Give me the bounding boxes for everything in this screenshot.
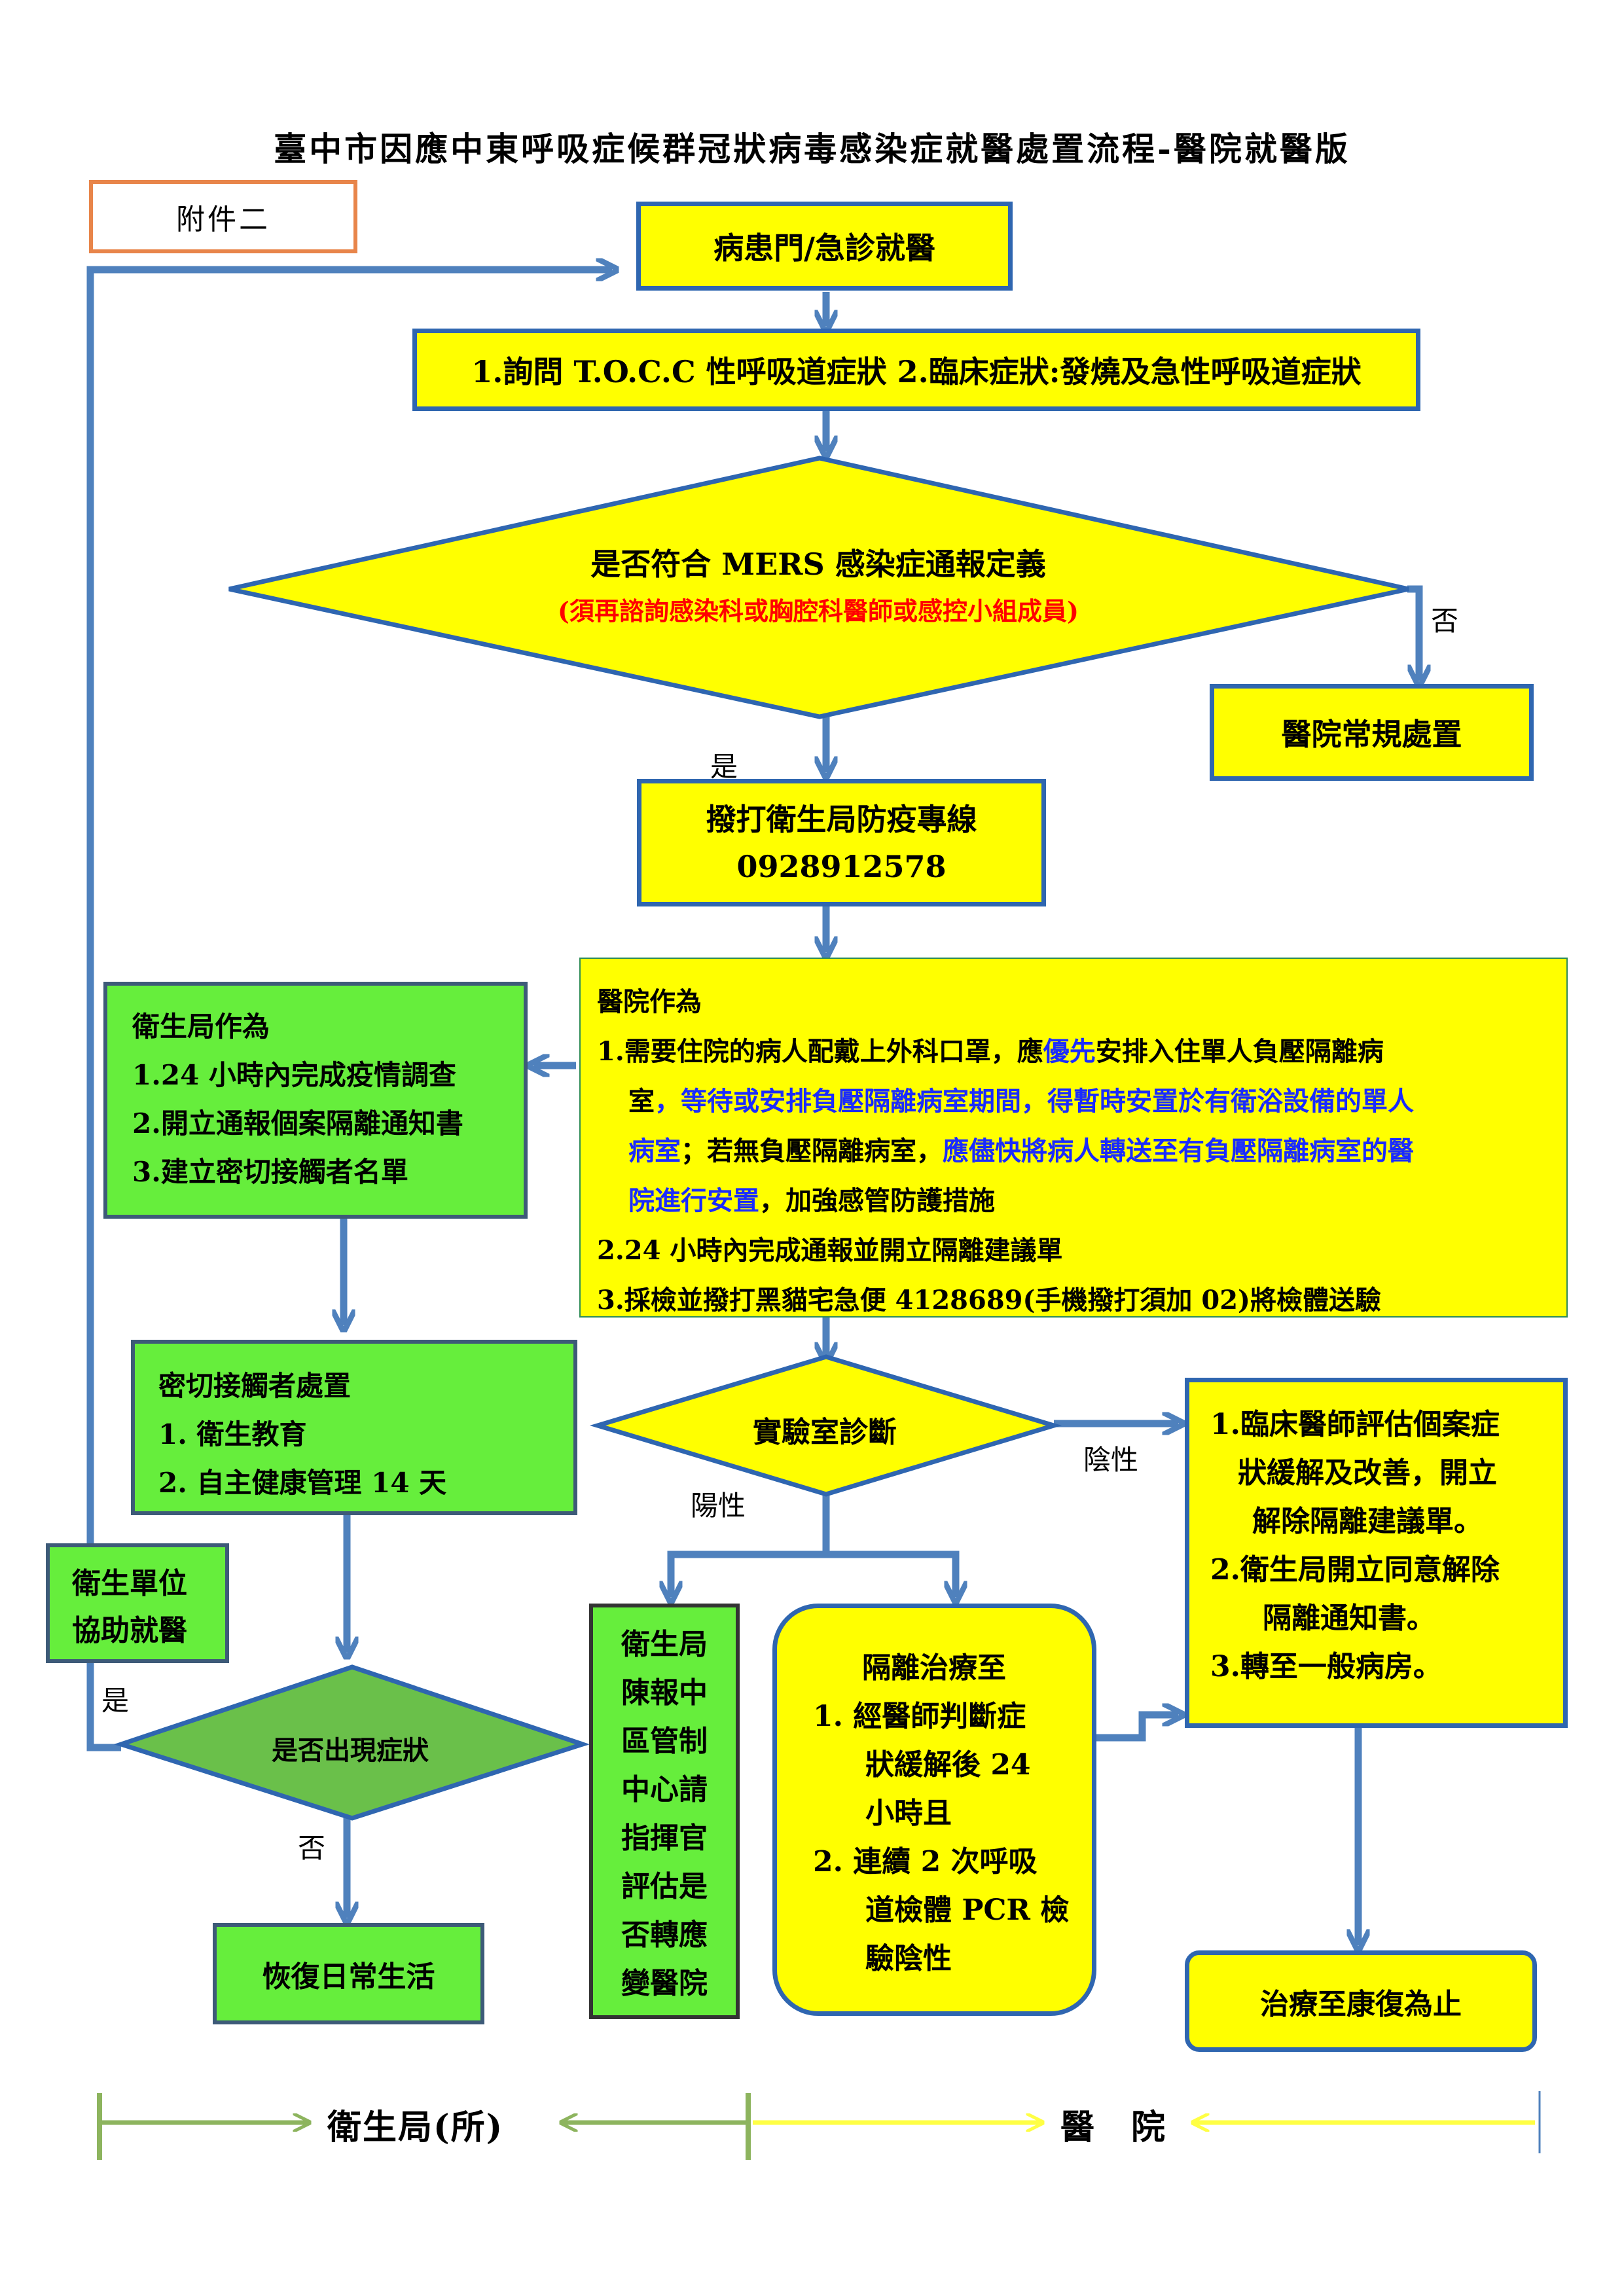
hospital-item1-text-j: ，加強感管防護措施	[759, 1185, 995, 1216]
hospital-item1-text-d: 室	[628, 1086, 655, 1117]
report-line-4: 中心請	[621, 1773, 708, 1806]
negative-item1-line2: 狀緩解及改善，開立	[1238, 1456, 1497, 1490]
isolation-item2-line1: 2. 連續 2 次呼吸	[813, 1845, 1038, 1878]
bureau-action-item2: 2.開立通報個案隔離通知書	[132, 1107, 463, 1139]
recovery-box: 治療至康復為止	[1185, 1950, 1537, 2052]
hospital-item1-text-c: 安排入住單人負壓隔離病	[1095, 1036, 1384, 1067]
hotline-number: 0928912578	[736, 848, 947, 884]
bureau-action-heading: 衛生局作為	[132, 1011, 270, 1043]
arrow-mers-no	[1407, 585, 1419, 681]
arrow-lab-positive-right	[826, 1551, 956, 1597]
health-unit-box: 衛生單位 協助就醫	[46, 1543, 229, 1663]
contact-item2: 2. 自主健康管理 14 天	[158, 1467, 447, 1499]
negative-item2-line2: 隔離通知書。	[1263, 1602, 1435, 1635]
hospital-action-box: 醫院作為 1.需要住院的病人配戴上外科口罩，應優先安排入住單人負壓隔離病 室，等…	[579, 958, 1568, 1318]
footer-hospital: 醫 院	[1060, 2108, 1167, 2147]
edge-label-symptom-yes: 是	[101, 1685, 130, 1717]
arrow-isolation-to-negative	[1096, 1715, 1178, 1742]
visit-box: 病患門/急診就醫	[636, 202, 1013, 291]
report-line-1: 衛生局	[621, 1628, 708, 1661]
hospital-action-item1-line3: 病室；若無負壓隔離病室，應儘快將病人轉送至有負壓隔離病室的醫	[597, 1126, 1566, 1176]
bureau-action-item1: 1.24 小時內完成疫情調查	[132, 1059, 456, 1091]
health-unit-line2: 協助就醫	[72, 1614, 187, 1647]
isolation-item2-line2: 道檢體 PCR 檢	[865, 1893, 1070, 1927]
negative-item1-line1: 1.臨床醫師評估個案症	[1210, 1408, 1500, 1441]
hospital-action-item2: 2.24 小時內完成通報並開立隔離建議單	[597, 1235, 1063, 1266]
report-line-7: 否轉應	[621, 1918, 708, 1952]
isolation-item2-line3: 驗陰性	[865, 1942, 952, 1975]
hospital-action-item1-line1: 1.需要住院的病人配戴上外科口罩，應優先安排入住單人負壓隔離病	[597, 1027, 1566, 1077]
hospital-item1-text-h: 應儘快將病人轉送至有負壓隔離病室的醫	[943, 1136, 1414, 1166]
hospital-item1-text-f: 病室	[628, 1136, 681, 1166]
edge-label-positive: 陽性	[691, 1490, 746, 1522]
isolation-heading: 隔離治療至	[862, 1651, 1006, 1685]
lab-diagnosis-label: 實驗室診斷	[753, 1416, 897, 1449]
edge-label-symptom-no: 否	[298, 1832, 326, 1864]
report-center-box: 衛生局 陳報中 區管制 中心請 指揮官 評估是 否轉應 變醫院	[589, 1604, 740, 2019]
health-unit-line1: 衛生單位	[72, 1567, 187, 1600]
isolation-item1-line2: 狀緩解後 24	[865, 1748, 1031, 1782]
negative-item2-line1: 2.衛生局開立同意解除	[1210, 1553, 1500, 1587]
hospital-action-item3: 3.採檢並撥打黑貓宅急便 4128689(手機撥打須加 02)將檢體送驗	[597, 1285, 1381, 1316]
annex-label: 附件二	[89, 180, 357, 253]
mers-question: 是否符合 MERS 感染症通報定義	[590, 547, 1046, 582]
negative-outcome-box: 1.臨床醫師評估個案症 狀緩解及改善，開立 解除隔離建議單。 2.衛生局開立同意…	[1185, 1378, 1568, 1728]
edge-label-mers-yes: 是	[710, 751, 738, 783]
isolation-item1-line1: 1. 經醫師判斷症	[813, 1700, 1026, 1733]
edge-label-negative: 陰性	[1083, 1444, 1139, 1476]
hospital-item1-text-g: ；若無負壓隔離病室，	[681, 1136, 943, 1166]
symptom-decision-diamond	[113, 1664, 590, 1821]
hospital-action-item1-line4: 院進行安置，加強感管防護措施	[597, 1176, 1566, 1226]
mers-decision-diamond	[228, 456, 1409, 719]
report-line-6: 評估是	[621, 1870, 708, 1903]
report-line-2: 陳報中	[621, 1676, 708, 1710]
page-title: 臺中市因應中東呼吸症候群冠狀病毒感染症就醫處置流程-醫院就醫版	[274, 130, 1350, 168]
resume-life-box: 恢復日常生活	[213, 1923, 484, 2024]
hospital-action-item1-line2: 室，等待或安排負壓隔離病室期間，得暫時安置於有衛浴設備的單人	[597, 1077, 1566, 1126]
hospital-item1-text-i: 院進行安置	[628, 1185, 759, 1216]
hospital-action-heading: 醫院作為	[597, 986, 702, 1017]
health-bureau-action-box: 衛生局作為 1.24 小時內完成疫情調查 2.開立通報個案隔離通知書 3.建立密…	[103, 982, 528, 1219]
edge-label-mers-no: 否	[1431, 605, 1459, 637]
hotline-box: 撥打衛生局防疫專線 0928912578	[637, 779, 1046, 906]
lab-decision-diamond	[589, 1354, 1062, 1497]
report-line-5: 指揮官	[621, 1821, 708, 1855]
negative-item1-line3: 解除隔離建議單。	[1252, 1505, 1483, 1538]
hotline-title: 撥打衛生局防疫專線	[706, 801, 977, 837]
footer-health-bureau: 衛生局(所)	[327, 2108, 504, 2147]
routine-box: 醫院常規處置	[1210, 684, 1534, 781]
contact-heading: 密切接觸者處置	[158, 1370, 352, 1402]
negative-item3: 3.轉至一般病房。	[1210, 1650, 1442, 1683]
bureau-action-item3: 3.建立密切接觸者名單	[132, 1156, 408, 1188]
inquiry-box: 1.詢問 T.O.C.C 性呼吸道症狀 2.臨床症狀:發燒及急性呼吸道症狀	[412, 329, 1420, 411]
hospital-item1-text-e: ，等待或安排負壓隔離病室期間，得暫時安置於有衛浴設備的單人	[655, 1086, 1414, 1117]
hospital-item1-text-a: 1.需要住院的病人配戴上外科口罩，應	[597, 1036, 1043, 1067]
report-line-3: 區管制	[621, 1725, 708, 1758]
symptom-question: 是否出現症狀	[272, 1735, 429, 1766]
hospital-item1-text-b: 優先	[1043, 1036, 1096, 1067]
arrow-lab-positive-split	[671, 1494, 830, 1597]
report-line-8: 變醫院	[621, 1967, 708, 2000]
contact-item1: 1. 衛生教育	[158, 1418, 307, 1450]
isolation-treatment-box: 隔離治療至 1. 經醫師判斷症 狀緩解後 24 小時且 2. 連續 2 次呼吸 …	[772, 1604, 1096, 2016]
contact-handling-box: 密切接觸者處置 1. 衛生教育 2. 自主健康管理 14 天	[131, 1340, 577, 1515]
arrow-symptom-yes-loop	[86, 270, 612, 1751]
mers-note: (須再諮詢感染科或胸腔科醫師或感控小組成員)	[558, 596, 1079, 626]
isolation-item1-line3: 小時且	[865, 1797, 952, 1830]
